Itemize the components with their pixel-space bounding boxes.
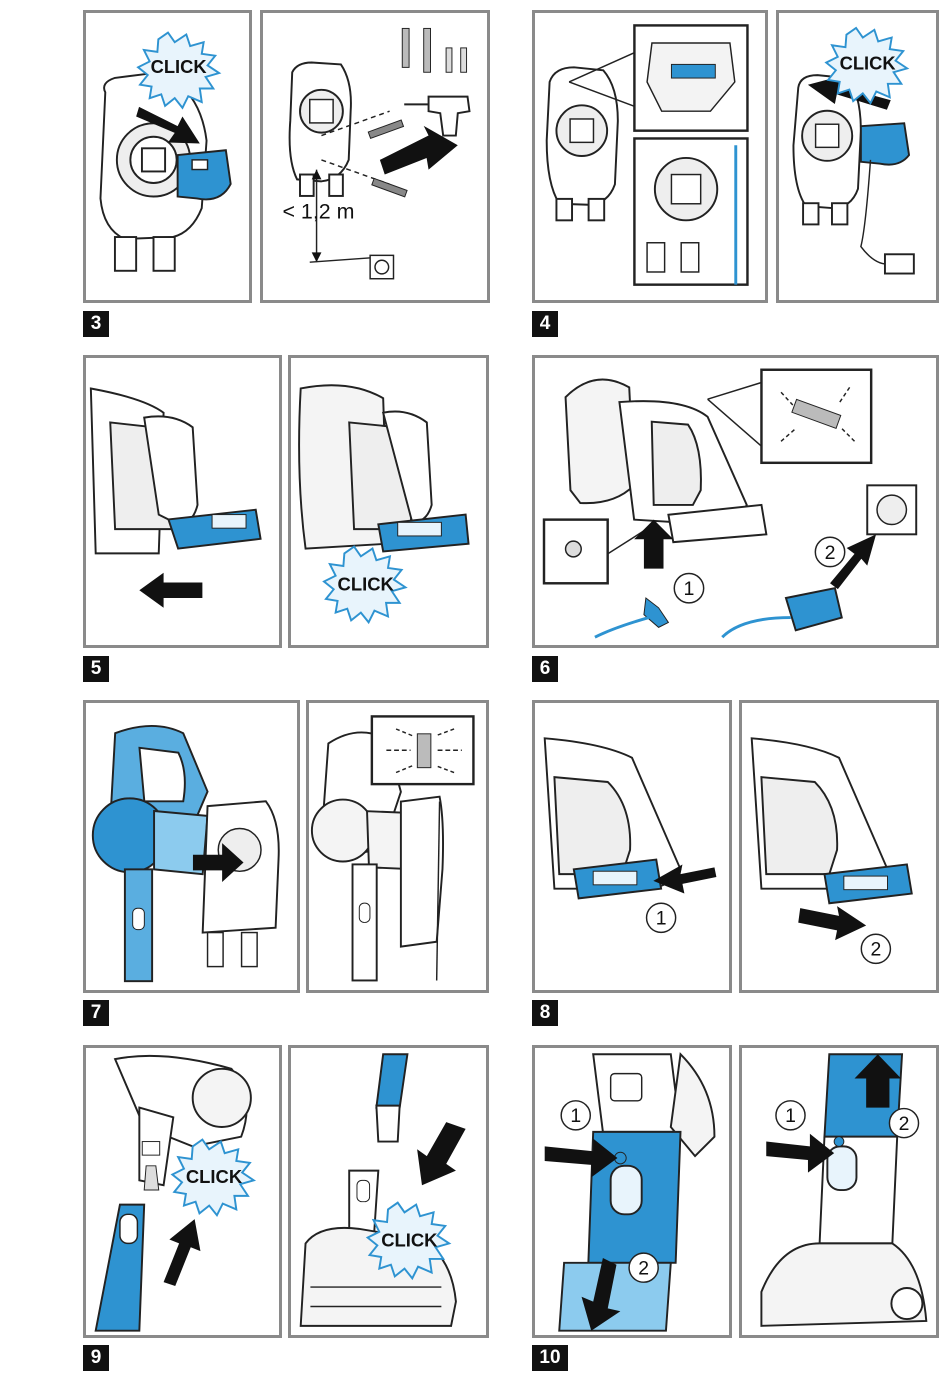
step5-panel-a [83,355,282,648]
station-mount-illustration [86,13,249,300]
tube-attach-illustration [86,1048,279,1335]
step-number: 10 [532,1345,568,1371]
callout-1: 1 [656,908,667,930]
step-number: 5 [83,656,109,682]
battery-removed-illustration: 2 [742,703,936,990]
step3-panel-b: < 1,2 m [260,10,490,303]
step-number: 7 [83,1000,109,1026]
callout-2: 2 [899,1113,910,1135]
tube-extend-illustration: 1 2 [742,1048,936,1335]
callout-2: 2 [825,542,836,564]
step9-panel-a: CLICK [83,1045,282,1338]
callout-1: 1 [570,1105,581,1127]
callout-2: 2 [870,939,881,961]
cable-routing-illustration [535,13,765,300]
step3-panel-a: CLICK [83,10,252,303]
step8-panel-b: 2 [739,700,939,993]
station-attach-illustration [779,13,936,300]
step4-panel-a [532,10,768,303]
step10-panel-b: 1 2 [739,1045,939,1338]
step7-panel-b [306,700,489,993]
step-number: 4 [532,311,558,337]
step4-panel-b: CLICK [776,10,939,303]
step10-panel-a: 1 2 [532,1045,732,1338]
battery-seated-illustration [291,358,486,645]
step-number: 3 [83,311,109,337]
callout-1: 1 [785,1105,796,1127]
docking-illustration [86,703,297,990]
battery-insert-illustration [86,358,279,645]
step-number: 6 [532,656,558,682]
callout-1: 1 [684,578,695,600]
callout-2: 2 [638,1257,649,1279]
docked-illustration [309,703,486,990]
charging-illustration: 2 1 [535,358,936,645]
floor-nozzle-attach-illustration [291,1048,486,1335]
step-number: 9 [83,1345,109,1371]
step8-panel-a: 1 [532,700,732,993]
distance-label: < 1,2 m [282,199,354,223]
step-number: 8 [532,1000,558,1026]
step9-panel-b: CLICK [288,1045,489,1338]
tube-release-illustration: 1 2 [535,1048,729,1335]
step7-panel-a [83,700,300,993]
step6-panel: 2 1 [532,355,939,648]
battery-release-illustration: 1 [535,703,729,990]
step5-panel-b: CLICK [288,355,489,648]
wall-install-illustration: < 1,2 m [263,13,487,300]
